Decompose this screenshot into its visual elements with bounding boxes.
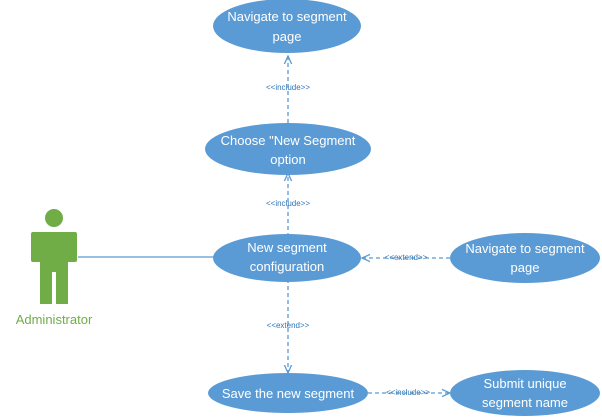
use-case-label-line-1: New segment <box>247 240 327 255</box>
actor-administrator: Administrator <box>16 209 93 327</box>
stereotype-label: <<extend>> <box>267 321 310 330</box>
stereotype-label: <<include>> <box>386 388 430 397</box>
relationship-save-to-submit: <<include>> <box>368 388 450 397</box>
use-case-navigate-to-segment-page-right: Navigate to segment page <box>450 233 600 283</box>
stereotype-label: <<include>> <box>266 83 310 92</box>
relationship-config-to-choose: <<include>> <box>266 173 310 237</box>
actor-label: Administrator <box>16 312 93 327</box>
use-case-label-line-1: Choose "New Segment <box>221 133 356 148</box>
use-case-label-line-2: option <box>270 152 305 167</box>
relationship-choose-to-navigate: <<include>> <box>266 56 310 123</box>
actor-figure-icon <box>31 209 77 304</box>
use-case-label-line-1: Submit unique <box>483 376 566 391</box>
use-case-save-the-new-segment: Save the new segment <box>208 373 368 413</box>
stereotype-label: <<extend>> <box>385 253 428 262</box>
use-case-label-line-1: Navigate to segment <box>227 9 347 24</box>
use-case-label-line-2: configuration <box>250 259 324 274</box>
use-case-label-line-2: segment name <box>482 395 568 410</box>
use-case-navigate-to-segment-page-top: Navigate to segment page <box>213 0 361 53</box>
stereotype-label: <<include>> <box>266 199 310 208</box>
use-case-submit-unique-segment-name: Submit unique segment name <box>450 370 600 416</box>
use-case-choose-new-segment-option: Choose "New Segment option <box>205 123 371 175</box>
use-case-label-line-2: page <box>511 260 540 275</box>
relationship-config-to-save: <<extend>> <box>267 279 310 373</box>
relationship-navigate-right-to-config: <<extend>> <box>362 253 450 262</box>
use-case-label-line-2: page <box>273 29 302 44</box>
use-case-label-line-1: Navigate to segment <box>465 241 585 256</box>
use-case-label: Save the new segment <box>222 386 355 401</box>
use-case-new-segment-configuration: New segment configuration <box>213 234 361 282</box>
